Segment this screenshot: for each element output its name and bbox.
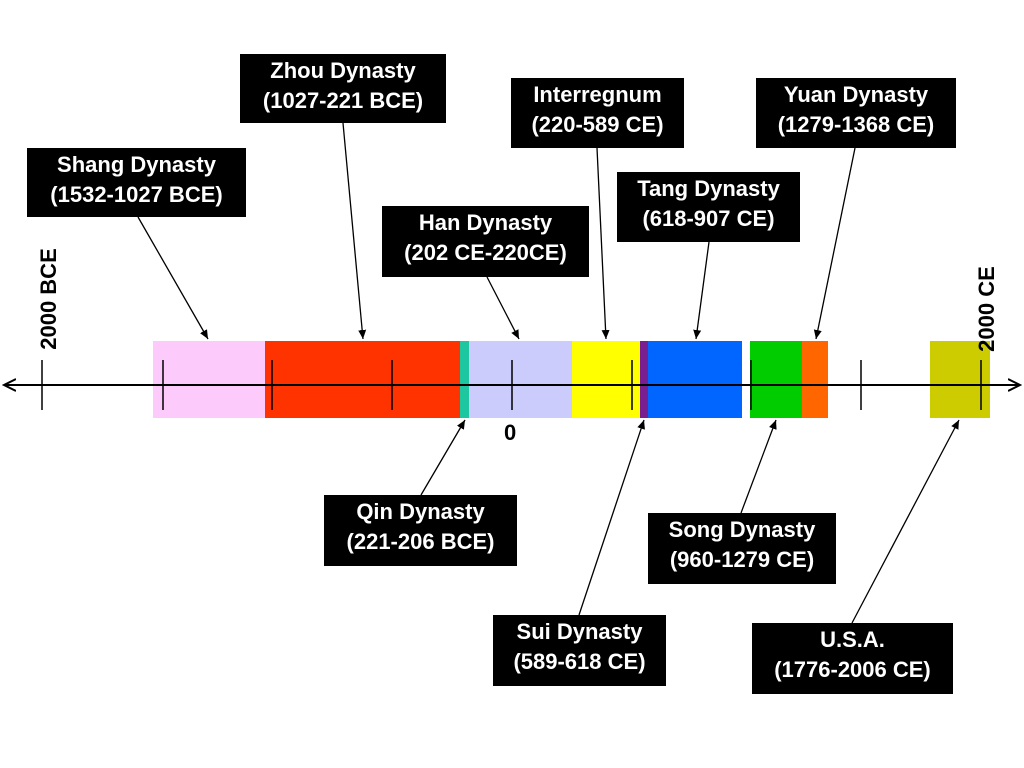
segment-shang — [153, 341, 265, 418]
zero-label: 0 — [504, 420, 517, 445]
label-song-dates: (960-1279 CE) — [669, 547, 815, 572]
label-sui: Sui Dynasty (589-618 CE) — [493, 615, 666, 686]
label-song-name: Song Dynasty — [668, 517, 816, 542]
segment-qin — [460, 341, 469, 418]
label-yuan-dates: (1279-1368 CE) — [777, 112, 935, 137]
label-qin-name: Qin Dynasty — [356, 499, 485, 524]
segment-interregnum — [572, 341, 640, 418]
pointer-sui — [578, 419, 645, 616]
pointer-zhou — [342, 122, 367, 340]
label-tang-dates: (618-907 CE) — [642, 206, 775, 231]
label-han-dates: (202 CE-220CE) — [404, 240, 567, 265]
pointer-han — [486, 276, 520, 340]
label-zhou-name: Zhou Dynasty — [270, 58, 416, 83]
segment-yuan — [802, 341, 828, 418]
label-sui-name: Sui Dynasty — [516, 619, 643, 644]
segment-han — [469, 341, 572, 418]
pointer-yuan — [813, 147, 856, 340]
label-interregnum-name: Interregnum — [533, 82, 662, 107]
pointer-song — [740, 419, 777, 514]
end-label: 2000 CE — [974, 266, 999, 352]
label-shang-dates: (1532-1027 BCE) — [50, 182, 223, 207]
label-tang-name: Tang Dynasty — [637, 176, 780, 201]
label-yuan: Yuan Dynasty (1279-1368 CE) — [756, 78, 956, 148]
label-yuan-name: Yuan Dynasty — [783, 82, 929, 107]
label-tang: Tang Dynasty (618-907 CE) — [617, 172, 800, 242]
segment-song — [750, 341, 802, 418]
pointer-usa — [851, 419, 960, 624]
segment-tang — [648, 341, 742, 418]
pointer-interregnum — [596, 147, 610, 340]
label-shang: Shang Dynasty (1532-1027 BCE) — [27, 148, 246, 217]
label-qin-dates: (221-206 BCE) — [346, 529, 495, 554]
start-label: 2000 BCE — [36, 248, 61, 350]
segment-sui — [640, 341, 648, 418]
label-han: Han Dynasty (202 CE-220CE) — [382, 206, 589, 277]
label-interregnum: Interregnum (220-589 CE) — [511, 78, 684, 148]
label-interregnum-dates: (220-589 CE) — [531, 112, 664, 137]
label-usa: U.S.A. (1776-2006 CE) — [752, 623, 953, 694]
label-sui-dates: (589-618 CE) — [513, 649, 646, 674]
label-shang-name: Shang Dynasty — [57, 152, 216, 177]
label-usa-name: U.S.A. — [820, 627, 885, 652]
segment-zhou — [265, 341, 460, 418]
label-song: Song Dynasty (960-1279 CE) — [648, 513, 836, 584]
pointer-tang — [693, 241, 710, 340]
label-zhou: Zhou Dynasty (1027-221 BCE) — [240, 54, 446, 123]
pointer-qin — [420, 419, 466, 496]
label-usa-dates: (1776-2006 CE) — [774, 657, 931, 682]
label-han-name: Han Dynasty — [418, 210, 553, 235]
pointer-shang — [137, 216, 209, 340]
label-zhou-dates: (1027-221 BCE) — [262, 88, 424, 113]
label-qin: Qin Dynasty (221-206 BCE) — [324, 495, 517, 566]
